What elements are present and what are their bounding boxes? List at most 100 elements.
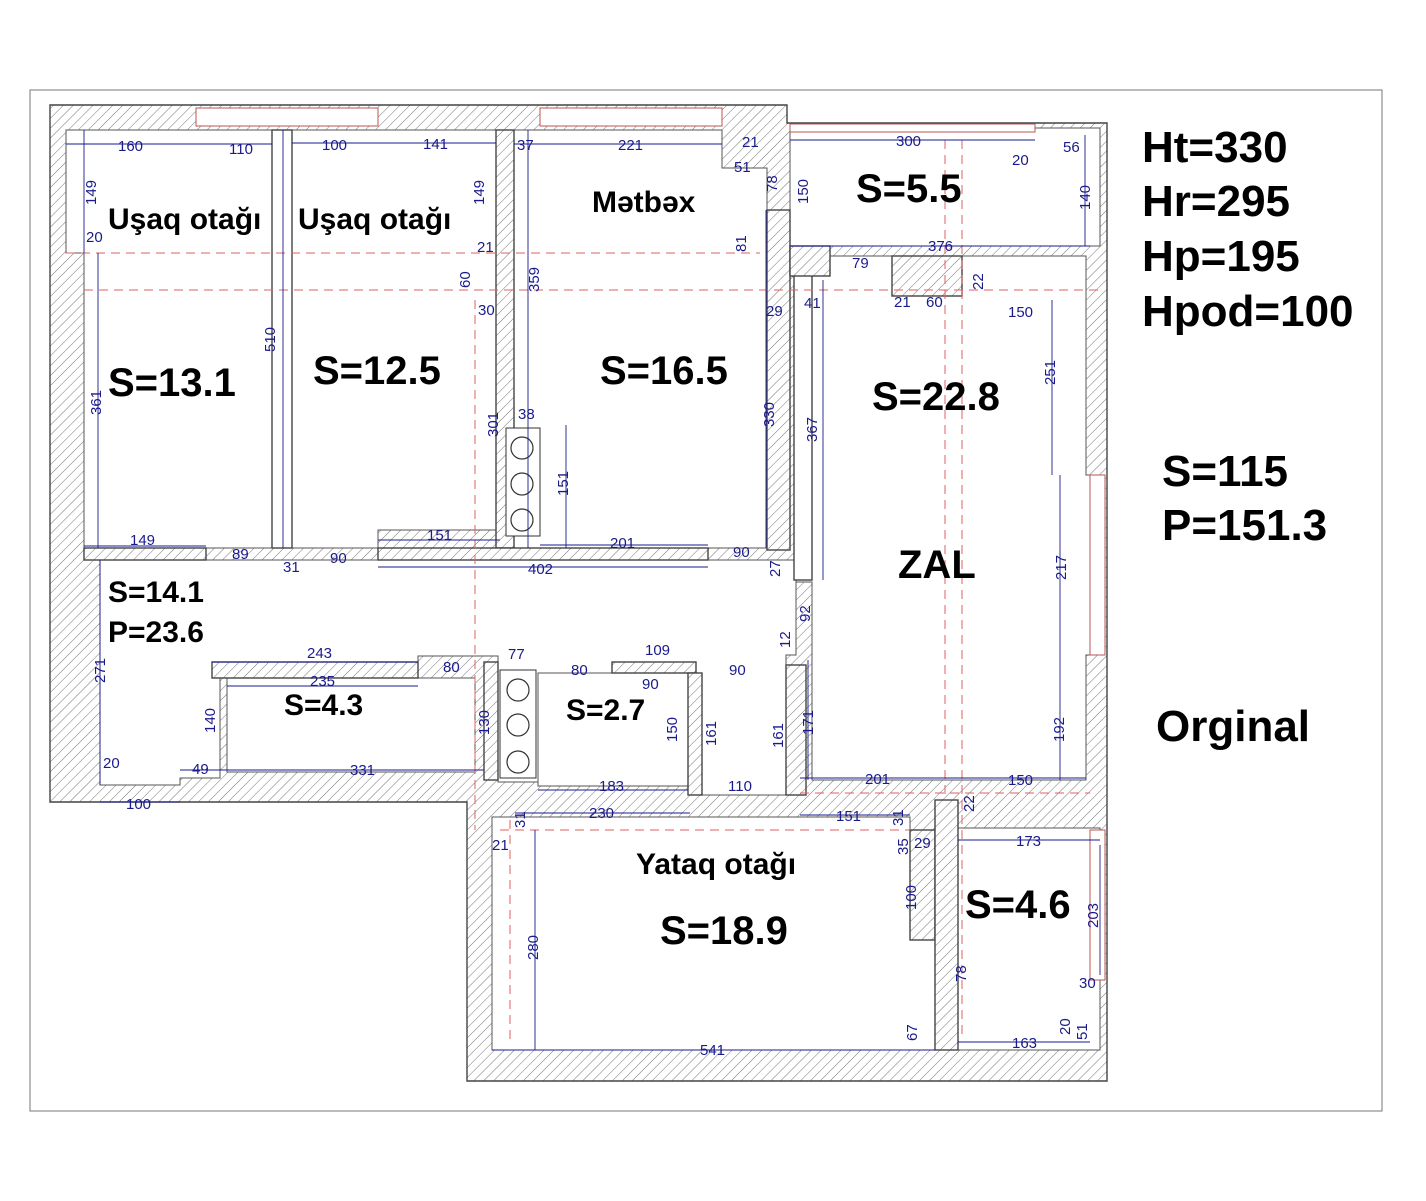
room-area-kids-1: S=13.1 — [108, 361, 236, 405]
dim-label: 21 — [492, 837, 509, 854]
dim-label: 89 — [232, 546, 249, 563]
total-perimeter: P=151.3 — [1162, 501, 1327, 550]
dim-label: 38 — [518, 406, 535, 423]
room-area-bath-1: S=4.3 — [284, 689, 363, 722]
dim-label: 67 — [904, 1024, 921, 1041]
dim-label: 100 — [903, 885, 920, 910]
sheet-frame — [29, 89, 1383, 1112]
dim-label: 22 — [970, 273, 987, 290]
dim-label: 51 — [734, 159, 751, 176]
dim-label: 22 — [961, 795, 978, 812]
dim-label: 300 — [896, 133, 921, 150]
room-area-bath-2: S=2.7 — [566, 694, 645, 727]
room-labels: Uşaq otağı Uşaq otağı Mətbəx Yataq otağı… — [108, 167, 1071, 953]
dim-label: 359 — [526, 267, 543, 292]
dim-label: 100 — [322, 137, 347, 154]
dim-label: 151 — [555, 471, 572, 496]
dim-label: 80 — [571, 662, 588, 679]
dim-label: 21 — [894, 294, 911, 311]
dim-label: 20 — [103, 755, 120, 772]
dim-label: 330 — [761, 402, 778, 427]
dim-label: 376 — [928, 238, 953, 255]
dim-label: 151 — [427, 527, 452, 544]
dim-label: 90 — [330, 550, 347, 567]
dim-label: 29 — [766, 303, 783, 320]
summary-panel: Ht=330 Hr=295 Hp=195 Hpod=100 S=115 P=15… — [1142, 123, 1354, 751]
dim-label: 90 — [642, 676, 659, 693]
dim-label: 243 — [307, 645, 332, 662]
plan-status: Orginal — [1156, 702, 1310, 751]
room-interiors — [65, 127, 1106, 1051]
dim-label: 20 — [1012, 152, 1029, 169]
dim-label: 201 — [610, 535, 635, 552]
dim-label: 230 — [589, 805, 614, 822]
dim-label: 140 — [202, 708, 219, 733]
dim-label: 150 — [664, 717, 681, 742]
dim-label: 367 — [804, 417, 821, 442]
dim-label: 510 — [262, 327, 279, 352]
dim-label: 160 — [118, 138, 143, 155]
dim-label: 77 — [508, 646, 525, 663]
dim-label: 90 — [733, 544, 750, 561]
reference-lines — [66, 140, 1100, 1045]
dim-label: 79 — [852, 255, 869, 272]
dim-label: 27 — [767, 560, 784, 577]
height-hp: Hp=195 — [1142, 232, 1300, 281]
room-name-kids-2: Uşaq otağı — [298, 203, 451, 236]
dim-label: 90 — [729, 662, 746, 679]
dim-label: 201 — [865, 771, 890, 788]
room-name-kitchen: Mətbəx — [592, 186, 696, 219]
room-area-kids-2: S=12.5 — [313, 349, 441, 393]
dim-label: 37 — [517, 137, 534, 154]
dim-label: 100 — [126, 796, 151, 813]
dim-label: 49 — [192, 761, 209, 778]
dimension-labels: 160 110 100 141 37 221 21 51 78 150 300 … — [83, 133, 1102, 1059]
dim-label: 221 — [618, 137, 643, 154]
dim-label: 30 — [478, 302, 495, 319]
room-area-balcony-top: S=5.5 — [856, 167, 962, 211]
dim-label: 280 — [525, 935, 542, 960]
dim-label: 109 — [645, 642, 670, 659]
dim-label: 60 — [457, 271, 474, 288]
dim-label: 161 — [703, 721, 720, 746]
dim-label: 41 — [804, 295, 821, 312]
room-area-corridor: S=14.1 — [108, 576, 204, 609]
dim-label: 171 — [800, 710, 817, 735]
dim-label: 60 — [926, 294, 943, 311]
height-hpod: Hpod=100 — [1142, 287, 1354, 336]
dim-label: 81 — [733, 235, 750, 252]
dim-label: 149 — [83, 180, 100, 205]
room-area-bedroom: S=18.9 — [660, 909, 788, 953]
dim-label: 21 — [477, 239, 494, 256]
dimension-lines — [66, 130, 1101, 1051]
dim-label: 31 — [512, 811, 529, 828]
dim-label: 183 — [599, 778, 624, 795]
utility-risers — [499, 427, 541, 779]
dim-label: 331 — [350, 762, 375, 779]
room-area-hall: S=22.8 — [872, 375, 1000, 419]
dim-label: 149 — [130, 532, 155, 549]
dim-label: 217 — [1053, 555, 1070, 580]
dim-label: 149 — [471, 180, 488, 205]
dim-label: 402 — [528, 561, 553, 578]
dim-label: 80 — [443, 659, 460, 676]
dim-label: 151 — [836, 808, 861, 825]
dim-label: 161 — [770, 723, 787, 748]
dim-label: 150 — [1008, 304, 1033, 321]
dim-label: 56 — [1063, 139, 1080, 156]
dim-label: 150 — [1008, 772, 1033, 789]
room-name-bedroom: Yataq otağı — [636, 848, 796, 881]
dim-label: 203 — [1085, 903, 1102, 928]
room-name-kids-1: Uşaq otağı — [108, 203, 261, 236]
dim-label: 271 — [92, 658, 109, 683]
dim-label: 110 — [728, 778, 752, 795]
height-ht: Ht=330 — [1142, 123, 1288, 172]
room-area-kitchen: S=16.5 — [600, 349, 728, 393]
dim-label: 78 — [764, 175, 781, 192]
dim-label: 110 — [229, 141, 253, 158]
room-perimeter-corridor: P=23.6 — [108, 616, 204, 649]
windows — [195, 107, 1106, 981]
dim-label: 51 — [1074, 1023, 1091, 1040]
dim-label: 163 — [1012, 1035, 1037, 1052]
